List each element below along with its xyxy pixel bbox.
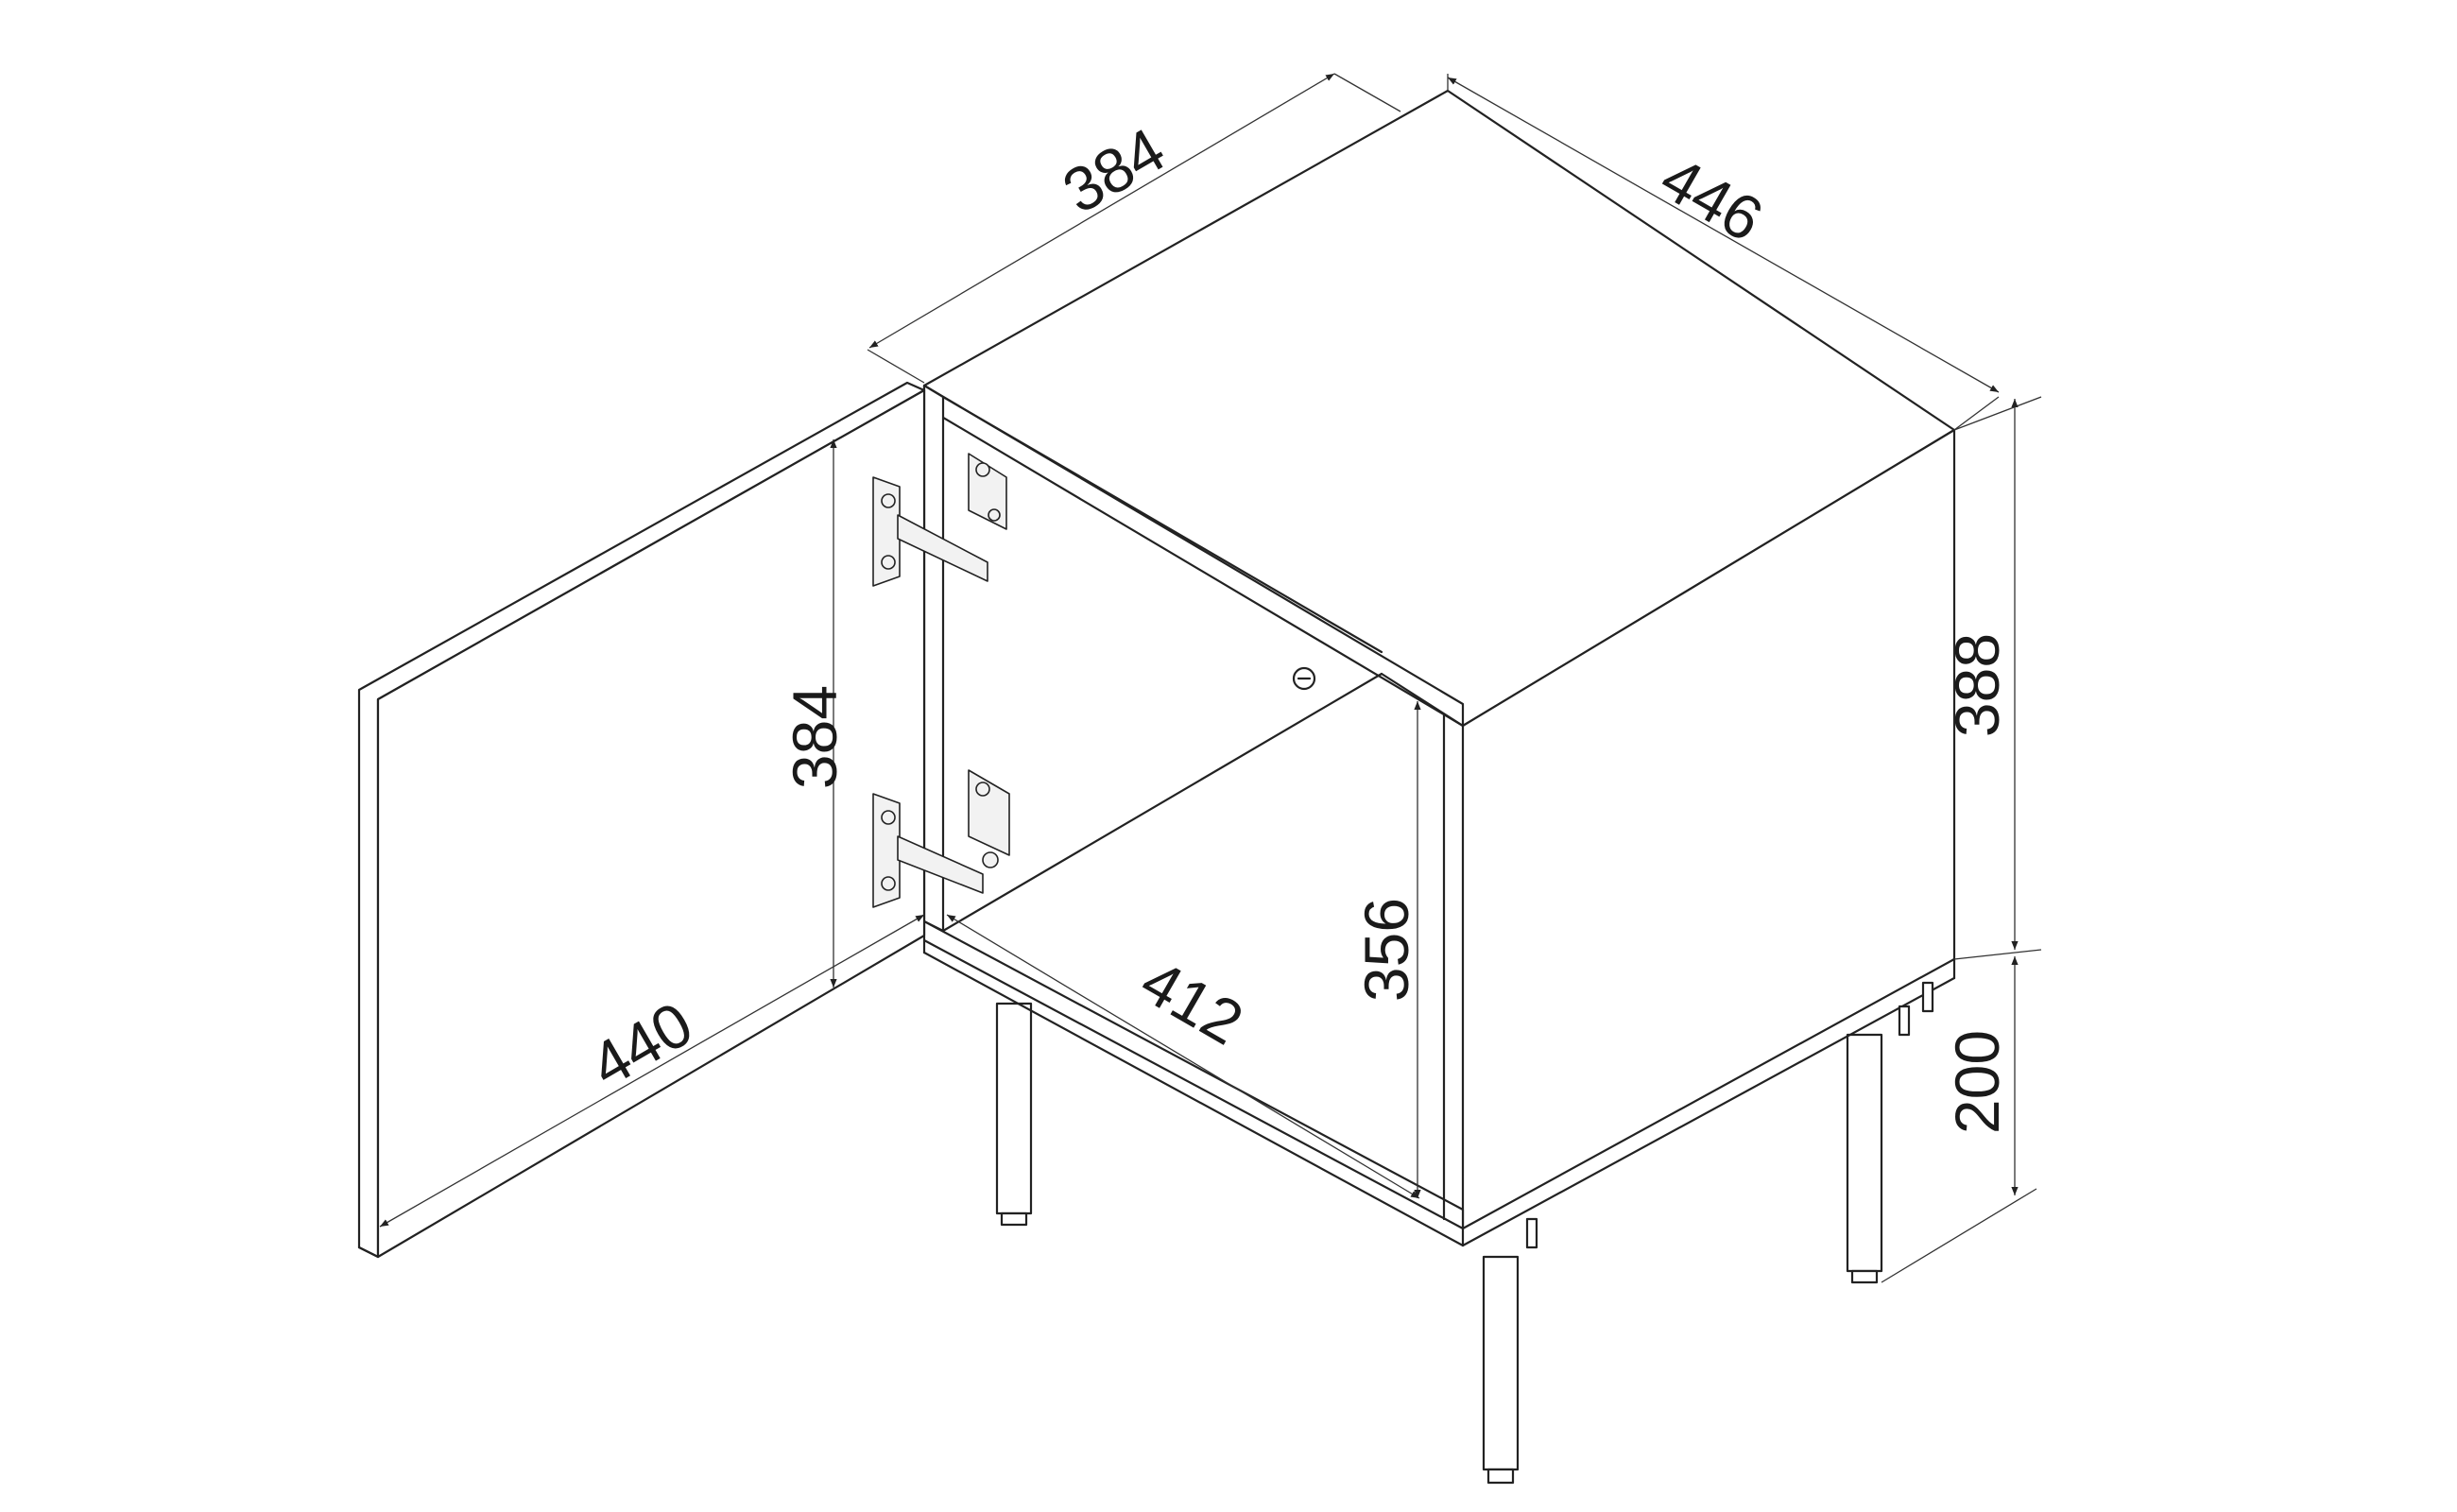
- door-inner-face: [376, 388, 926, 1259]
- adjuster-pin: [1898, 1005, 1911, 1037]
- dim-label-cabinet-height: 388: [1942, 633, 2012, 737]
- dim-label-top-width: 384: [1051, 114, 1176, 227]
- interior-right-edge: [1380, 672, 1465, 728]
- door-bottom-edge: [357, 1246, 380, 1259]
- dim-label-door-height: 384: [780, 685, 850, 789]
- dimension-inner-height: 356: [1351, 701, 1421, 1198]
- dimension-door-height: 384: [780, 439, 850, 988]
- cabinet-body: [922, 89, 1956, 1249]
- dim-label-inner-height: 356: [1351, 898, 1421, 1002]
- adjuster-pin: [1525, 1217, 1538, 1249]
- hinge-upper: [872, 453, 1007, 587]
- interior-top-edge: [941, 395, 1383, 654]
- leg-back-right: [1846, 1033, 1883, 1284]
- interior-back-bottom-edge: [941, 672, 1383, 933]
- hinge-lower: [872, 769, 1010, 908]
- base-strip-right: [1461, 976, 1956, 1247]
- dimension-cabinet-height: 388: [1942, 396, 2042, 960]
- leg-front: [1482, 1255, 1520, 1485]
- open-door: [357, 381, 926, 1259]
- adjuster-pin: [1921, 981, 1934, 1013]
- dimension-leg-height: 200: [1881, 956, 2037, 1283]
- dim-label-leg-height: 200: [1942, 1030, 2012, 1134]
- leg-back-left: [995, 1002, 1033, 1227]
